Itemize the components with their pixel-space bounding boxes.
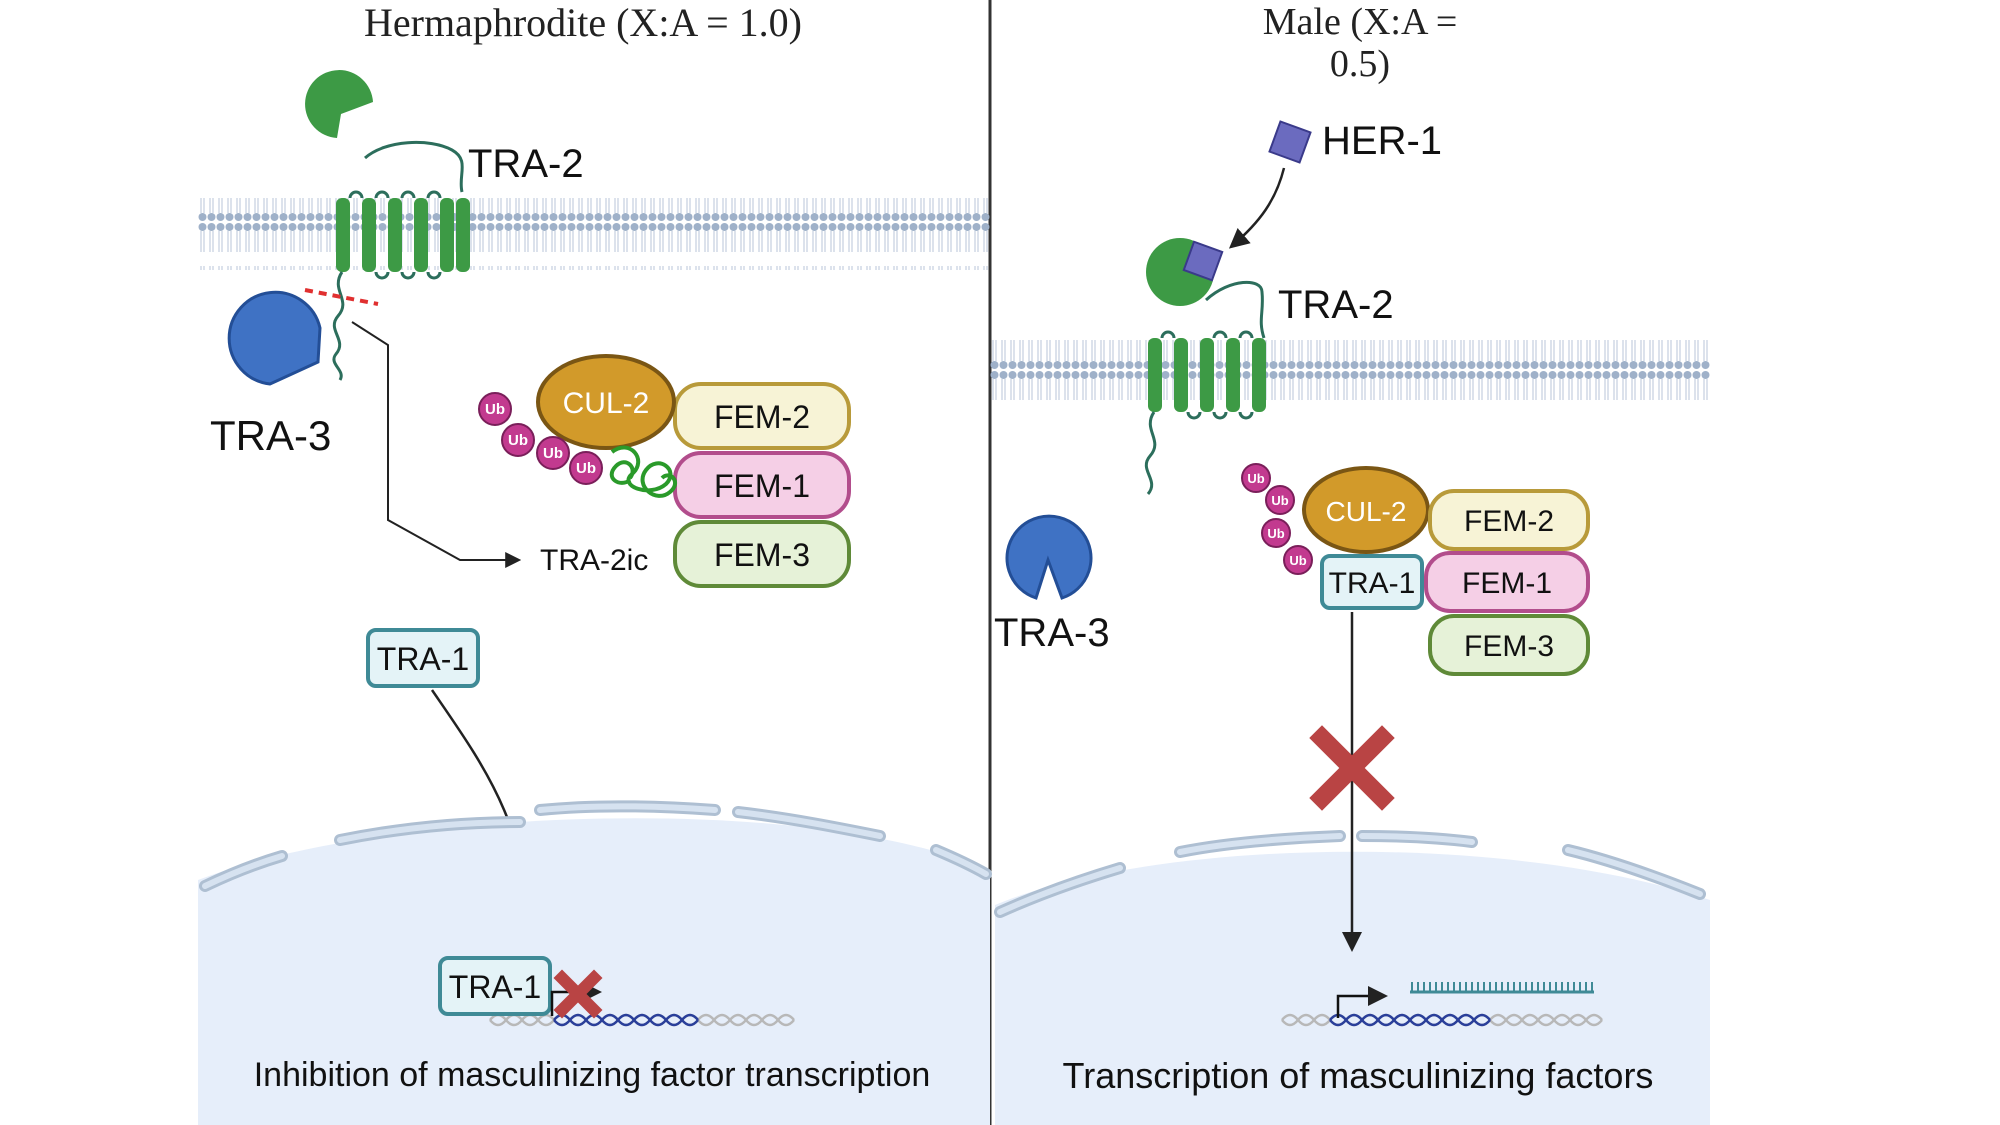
dna-left — [489, 1013, 795, 1027]
right-panel: Male (X:A = 0.5) HER-1 TRA-2 — [990, 1, 1710, 1125]
fem1-label-right: FEM-1 — [1462, 567, 1552, 600]
tra1-box-right — [1320, 554, 1424, 610]
fem2-box-right — [1428, 489, 1590, 551]
her1-binding-arrow — [1228, 167, 1286, 249]
right-nuclear-envelope-inner — [997, 833, 1703, 915]
ub-chain-left: Ub Ub Ub Ub — [478, 392, 603, 485]
her1-ligand — [1268, 120, 1312, 164]
ub-label-left-4: Ub — [576, 460, 596, 477]
right-nucleus — [995, 851, 1710, 1125]
tra2ic-label: TRA-2ic — [540, 544, 648, 577]
left-panel-title: Hermaphrodite (X:A = 1.0) — [364, 0, 802, 45]
ub-label-left-1: Ub — [485, 401, 505, 418]
cul2-ellipse-left — [536, 354, 676, 450]
left-panel: Hermaphrodite (X:A = 1.0) TRA-2 TRA-3 — [198, 0, 992, 1125]
tra3-label-left: TRA-3 — [210, 412, 331, 459]
tra3-label-right: TRA-3 — [994, 611, 1110, 655]
tra3-protease-left — [227, 290, 322, 386]
ub-label-right-1: Ub — [1247, 471, 1264, 486]
caption-left: Inhibition of masculinizing factor trans… — [254, 1056, 931, 1094]
tra2ic-squiggle — [609, 445, 677, 498]
tra2-label-right: TRA-2 — [1278, 283, 1394, 327]
ub-label-left-2: Ub — [508, 432, 528, 449]
tra3-protease-right — [1005, 514, 1093, 600]
cul2-label-right: CUL-2 — [1326, 496, 1407, 527]
caption-right: Transcription of masculinizing factors — [1063, 1055, 1654, 1096]
tra1-label-right: TRA-1 — [1329, 567, 1416, 600]
fem2-box-left — [673, 382, 851, 450]
right-panel-title-line1: Male (X:A = — [1263, 1, 1458, 43]
tra1-label-nuclear: TRA-1 — [449, 969, 541, 1005]
tra1-box-left — [366, 628, 480, 688]
fem3-label-left: FEM-3 — [714, 537, 810, 573]
tra2-receptor-right — [1144, 238, 1266, 495]
right-panel-title-line2: 0.5) — [1330, 43, 1390, 85]
ub-label-right-2: Ub — [1271, 493, 1288, 508]
fem-complex-right: Ub Ub Ub Ub CUL-2 TRA-1 FEM-2 FEM-1 FEM-… — [1241, 463, 1590, 676]
cul2-label-left: CUL-2 — [563, 387, 650, 420]
fem1-box-right — [1424, 551, 1590, 613]
ub-label-right-3: Ub — [1267, 526, 1284, 541]
ub-label-right-4: Ub — [1289, 553, 1306, 568]
tra2-label-left: TRA-2 — [468, 142, 584, 186]
tra1-box-nuclear — [438, 956, 552, 1016]
block-x-left — [553, 969, 603, 1019]
fem3-box-left — [673, 520, 851, 588]
ub-label-left-3: Ub — [543, 445, 563, 462]
fem2-label-right: FEM-2 — [1464, 505, 1554, 538]
cleavage-site — [304, 288, 379, 306]
fem3-box-right — [1428, 614, 1590, 676]
right-membrane — [990, 338, 1710, 410]
fem1-label-left: FEM-1 — [714, 468, 810, 504]
block-x-right — [1309, 725, 1395, 811]
dna-right — [1281, 1013, 1603, 1027]
tra2-receptor-left — [305, 70, 470, 381]
left-membrane — [198, 198, 990, 270]
promoter-arrow-right — [1336, 986, 1388, 1018]
left-nuclear-envelope-inner — [202, 803, 989, 889]
fem2-label-left: FEM-2 — [714, 399, 810, 435]
fem-complex-left: FEM-2 FEM-1 FEM-3 CUL-2 Ub Ub Ub Ub — [478, 354, 851, 588]
tra1-label-left: TRA-1 — [377, 641, 469, 677]
cul2-ellipse-right — [1302, 466, 1430, 554]
her1-label: HER-1 — [1322, 119, 1442, 163]
tra2ic-arrow — [351, 321, 522, 568]
ub-chain-right: Ub Ub Ub Ub — [1241, 463, 1313, 575]
mrna-transcript — [1410, 982, 1594, 994]
fem3-label-right: FEM-3 — [1464, 630, 1554, 663]
